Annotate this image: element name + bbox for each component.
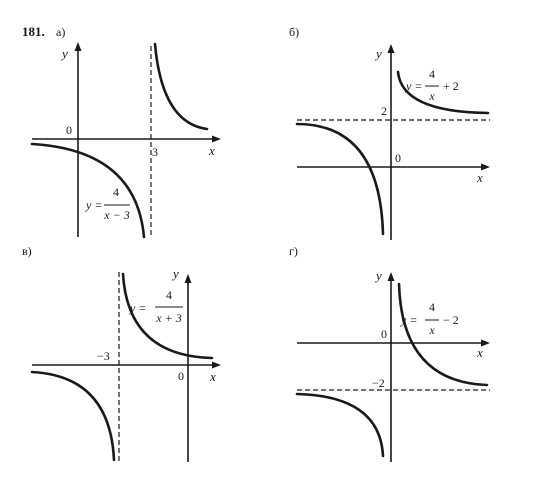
graph-a-formula-lhs: y = [85,198,102,212]
graph-a-x-label: x [208,143,215,158]
graph-v-x-arrow [212,361,221,369]
graph-v-asymptote-value: −3 [97,349,110,363]
graph-g-formula-tail: − 2 [443,313,459,327]
panel-v-label: в) [22,244,32,258]
graph-v-origin: 0 [178,369,184,383]
panel-b-label: б) [289,25,299,39]
graph-a-right-branch [153,42,209,131]
graph-v-left-branch [30,370,116,462]
graph-b-y-label: y [374,46,382,61]
graph-b-right-branch [396,70,490,115]
graph-g-formula-numerator: 4 [429,300,435,314]
graph-a: x y 0 3 y = 4 x − 3 [30,42,221,239]
graph-b-x-arrow [481,163,490,171]
panel-g-label: г) [289,244,298,258]
graph-g-formula-denominator: x [428,323,435,337]
graph-b-formula-denominator: x [428,89,435,103]
graph-a-y-arrow [74,42,82,51]
graph-a-origin: 0 [66,123,72,137]
graph-b-left-branch [295,122,385,236]
graph-a-y-label: y [60,46,68,61]
graph-g: x y 0 −2 y = 4 x − 2 [295,268,490,462]
graph-g-formula: y = 4 x − 2 [400,300,459,337]
graph-a-formula-numerator: 4 [113,185,119,199]
graph-g-left-branch [295,392,385,458]
graph-g-asymptote-value: −2 [372,376,385,390]
graph-b-x-label: x [476,170,483,185]
panel-a-label: а) [56,25,65,39]
graph-g-x-arrow [481,339,490,347]
graph-g-y-arrow [387,272,395,281]
graph-v-formula-lhs: y = [129,301,146,315]
graph-b-origin: 0 [395,151,401,165]
graph-v-formula: y = 4 x + 3 [129,288,183,325]
graph-b-formula-numerator: 4 [429,67,435,81]
problem-number: 181. [22,24,45,39]
graph-b: x y 0 2 y = 4 x + 2 [295,44,490,240]
graph-b-asymptote-value: 2 [381,104,387,118]
graph-v-x-label: x [209,369,216,384]
graph-v-formula-denominator: x + 3 [155,311,181,325]
graph-a-formula: y = 4 x − 3 [85,185,130,222]
graph-g-formula-lhs: y = [400,313,417,327]
graph-g-origin: 0 [381,327,387,341]
graph-a-formula-denominator: x − 3 [103,208,129,222]
graph-v-right-branch [121,272,214,360]
graph-v-y-arrow [184,274,192,283]
graph-b-y-arrow [387,44,395,53]
graph-a-asymptote-value: 3 [152,145,158,159]
graph-g-x-label: x [476,345,483,360]
graph-g-y-label: y [374,268,382,283]
graph-v-y-label: y [171,266,179,281]
graph-b-formula-lhs: y = [405,79,422,93]
graph-a-left-branch [30,142,146,239]
graph-v: x y 0 −3 y = 4 x + 3 [30,266,221,464]
graph-g-right-branch [397,282,489,387]
graph-a-x-arrow [212,135,221,143]
graph-b-formula-tail: + 2 [443,79,459,93]
graph-b-formula: y = 4 x + 2 [405,67,459,103]
graph-v-formula-numerator: 4 [166,288,172,302]
